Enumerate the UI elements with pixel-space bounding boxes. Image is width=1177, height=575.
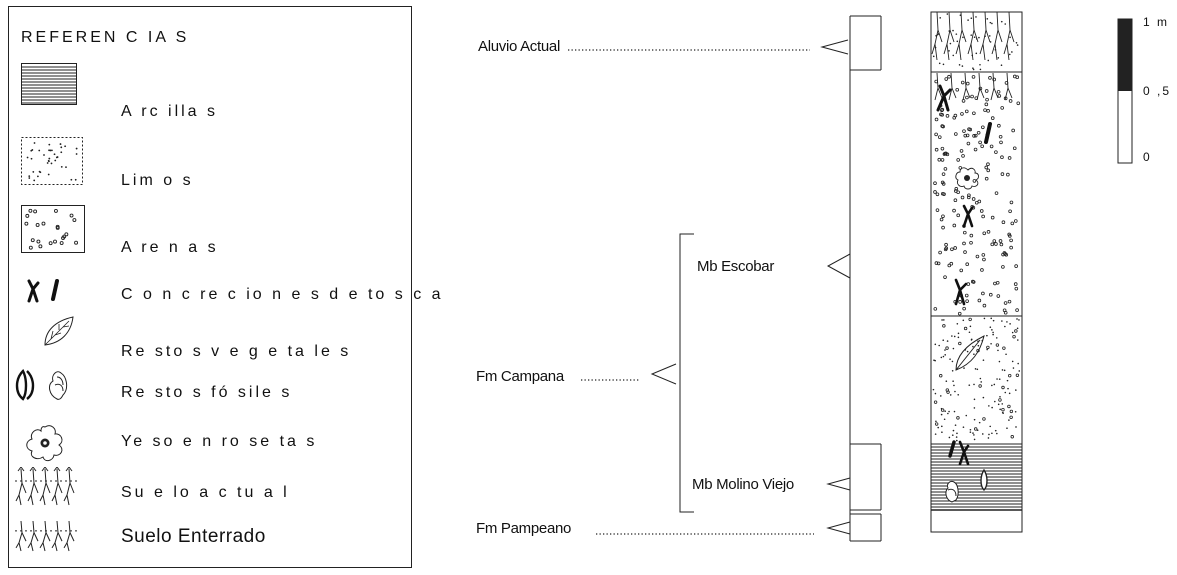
column-tosca-2 bbox=[986, 124, 990, 142]
legend-label-silt: Lim o s bbox=[121, 172, 194, 190]
molino-chevron bbox=[828, 478, 850, 490]
pampeano-chevron bbox=[828, 522, 850, 534]
scale-bar-dark bbox=[1118, 19, 1132, 91]
tosca-concretion-icon bbox=[23, 275, 67, 305]
column-tosca-1 bbox=[938, 86, 950, 110]
sand-circles-icon bbox=[21, 205, 85, 253]
scale-label-1m: 1 m bbox=[1143, 15, 1169, 29]
column-fossil-shell bbox=[946, 481, 958, 502]
legend-label-buried-soil: Suelo Enterrado bbox=[121, 526, 266, 548]
legend-label-tosca: C o n c re c io n e s d e to s c a bbox=[121, 286, 444, 304]
scale-label-05: 0 ,5 bbox=[1143, 84, 1171, 98]
scale-label-0: 0 bbox=[1143, 150, 1152, 164]
leaf-icon bbox=[39, 313, 79, 349]
legend-label-fossils: Re sto s fó sile s bbox=[121, 384, 292, 402]
label-aluvio-actual: Aluvio Actual bbox=[478, 38, 560, 55]
label-mb-escobar: Mb Escobar bbox=[697, 258, 774, 275]
label-fm-campana: Fm Campana bbox=[476, 368, 564, 385]
label-mb-molino-viejo: Mb Molino Viejo bbox=[692, 476, 794, 493]
legend-label-clay: A rc illa s bbox=[121, 103, 218, 121]
fossil-shell-icon bbox=[13, 365, 77, 403]
campana-bracket bbox=[680, 234, 694, 512]
column-leaf bbox=[956, 336, 984, 370]
legend-label-plants: Re sto s v e g e ta le s bbox=[121, 343, 351, 361]
campana-chevron bbox=[652, 364, 676, 384]
gypsum-rosette-icon bbox=[21, 421, 69, 463]
aluvio-chevron bbox=[822, 40, 848, 54]
column-fossil-ring bbox=[981, 470, 987, 490]
escobar-chevron bbox=[828, 254, 850, 278]
legend-title: REFEREN C IA S bbox=[21, 29, 189, 47]
legend-label-sand: A re n a s bbox=[121, 239, 219, 257]
legend-label-gypsum: Ye so e n ro se ta s bbox=[121, 433, 317, 451]
legend-label-current-soil: Su e lo a c tu a l bbox=[121, 484, 290, 502]
legend-box: REFEREN C IA S A rc illa s Lim o s A re … bbox=[8, 6, 412, 568]
stratigraphic-column bbox=[931, 12, 1022, 532]
column-gypsum-rosette bbox=[956, 168, 979, 189]
current-soil-icon bbox=[15, 467, 81, 509]
silt-dots-icon bbox=[21, 137, 83, 185]
clay-hatch-icon bbox=[21, 63, 77, 105]
buried-soil-icon bbox=[15, 519, 81, 555]
scale-bar bbox=[1118, 19, 1132, 163]
label-fm-pampeano: Fm Pampeano bbox=[476, 520, 571, 537]
